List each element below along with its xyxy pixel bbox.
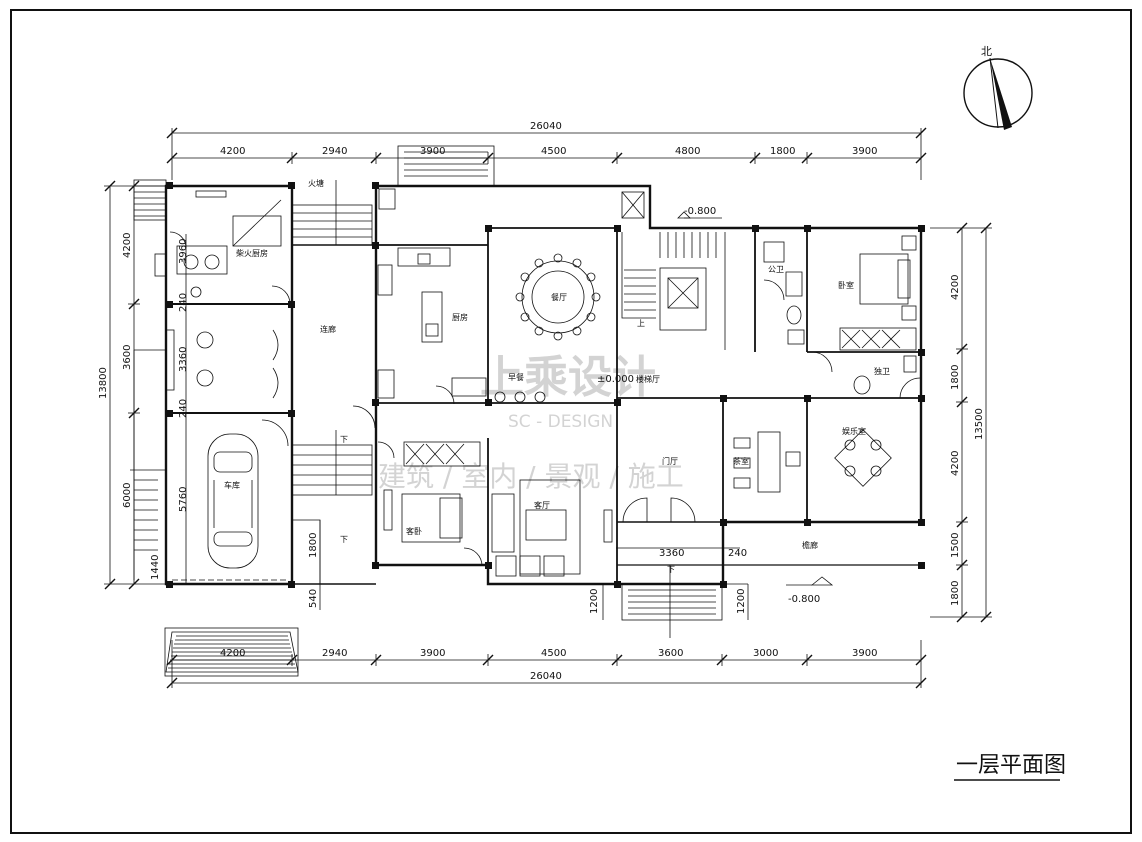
top-dimension-7: 3900 [852, 146, 877, 157]
fixtures [130, 145, 921, 638]
left-dimension-2: 3600 [122, 345, 133, 370]
dimension-1200-right: 1200 [736, 589, 747, 614]
room-label-tea-room: 茶室 [733, 456, 749, 466]
dimension-540: 540 [308, 589, 319, 608]
room-label-bedroom: 卧室 [838, 280, 854, 290]
right-dimension-3: 4200 [950, 451, 961, 476]
left-inner-dimension-3: 3360 [178, 347, 189, 372]
north-arrow: 北 [963, 45, 1033, 130]
bottom-dimension-chain [166, 640, 927, 689]
room-label-down-2: 下 [340, 535, 348, 544]
room-label-down-3: 下 [667, 565, 675, 574]
room-label-entrance-hall: 门厅 [662, 456, 678, 466]
columns [166, 182, 925, 588]
room-label-garage: 车库 [224, 480, 240, 490]
bottom-dimension-5: 3600 [658, 648, 683, 659]
left-total-dimension: 13800 [98, 367, 109, 399]
bottom-dimension-3: 3900 [420, 648, 445, 659]
north-arrow-pointer [990, 58, 1012, 130]
misc-dimension-lines [319, 520, 749, 620]
bottom-total-dimension: 26040 [530, 671, 562, 682]
left-inner-dimension-1: 3960 [178, 239, 189, 264]
right-dimension-2: 1800 [950, 365, 961, 390]
room-label-veranda: 檐廊 [802, 540, 818, 550]
level-center: ±0.000 [597, 374, 634, 385]
top-dimension-3: 3900 [420, 146, 445, 157]
top-dimension-6: 1800 [770, 146, 795, 157]
dimension-1800-corridor: 1800 [308, 533, 319, 558]
drawing-title: 一层平面图 [956, 753, 1066, 778]
top-dimension-4: 4500 [541, 146, 566, 157]
watermark-brand-en: SC - DESIGN [508, 412, 613, 432]
bottom-dimension-1: 4200 [220, 648, 245, 659]
top-total-dimension: 26040 [530, 121, 562, 132]
right-dimension-5: 1800 [950, 581, 961, 606]
left-inner-dimension-2: 240 [178, 293, 189, 312]
top-dimension-1: 4200 [220, 146, 245, 157]
room-label-corridor: 连廊 [320, 324, 336, 334]
level-bottom-right: -0.800 [788, 594, 820, 605]
watermark: 上乘设计 SC - DESIGN 建筑 / 室内 / 景观 / 施工 [378, 352, 684, 493]
north-label: 北 [981, 45, 992, 58]
right-dimension-chain [930, 222, 992, 623]
right-total-dimension: 13500 [974, 408, 985, 440]
top-dimension-2: 2940 [322, 146, 347, 157]
room-label-stair-hall: 楼梯厅 [636, 374, 660, 384]
room-label-guest-bedroom: 客卧 [406, 526, 422, 536]
bottom-dimension-4: 4500 [541, 648, 566, 659]
right-dimension-1: 4200 [950, 275, 961, 300]
left-inner-dimension-5: 5760 [178, 487, 189, 512]
left-dimension-1: 4200 [122, 233, 133, 258]
watermark-brand-cn: 上乘设计 [480, 352, 656, 403]
room-label-kitchen: 厨房 [452, 312, 468, 322]
right-dimension-4: 1500 [950, 533, 961, 558]
bottom-dimension-6: 3000 [753, 648, 778, 659]
room-label-entertainment: 娱乐室 [842, 426, 866, 436]
room-label-down-1: 下 [340, 435, 348, 444]
room-label-breakfast: 早餐 [508, 373, 524, 382]
dimension-1200-left: 1200 [589, 589, 600, 614]
top-dimension-5: 4800 [675, 146, 700, 157]
left-inner-dimension-4: 240 [178, 399, 189, 418]
watermark-services: 建筑 / 室内 / 景观 / 施工 [378, 460, 684, 493]
room-label-up: 上 [637, 319, 645, 328]
room-label-private-wc: 独卫 [874, 366, 890, 376]
dimension-240: 240 [728, 548, 747, 559]
room-label-dining: 餐厅 [551, 293, 567, 302]
top-dimension-chain [166, 127, 927, 180]
room-label-public-wc: 公卫 [768, 265, 784, 274]
left-dimension-3: 6000 [122, 483, 133, 508]
bottom-dimension-2: 2940 [322, 648, 347, 659]
dimension-3360: 3360 [659, 548, 684, 559]
room-label-fire-pit: 火塘 [308, 178, 324, 188]
level-top: -0.800 [684, 206, 716, 217]
left-dimension-chain [104, 180, 172, 590]
bottom-dimension-7: 3900 [852, 648, 877, 659]
exterior-steps-bottom-left [164, 627, 299, 677]
sheet-border [10, 9, 1132, 834]
left-inner-dimension-6: 1440 [150, 555, 161, 580]
room-label-firewood-kitchen: 柴火厨房 [236, 248, 268, 258]
room-label-living: 客厅 [534, 500, 550, 510]
